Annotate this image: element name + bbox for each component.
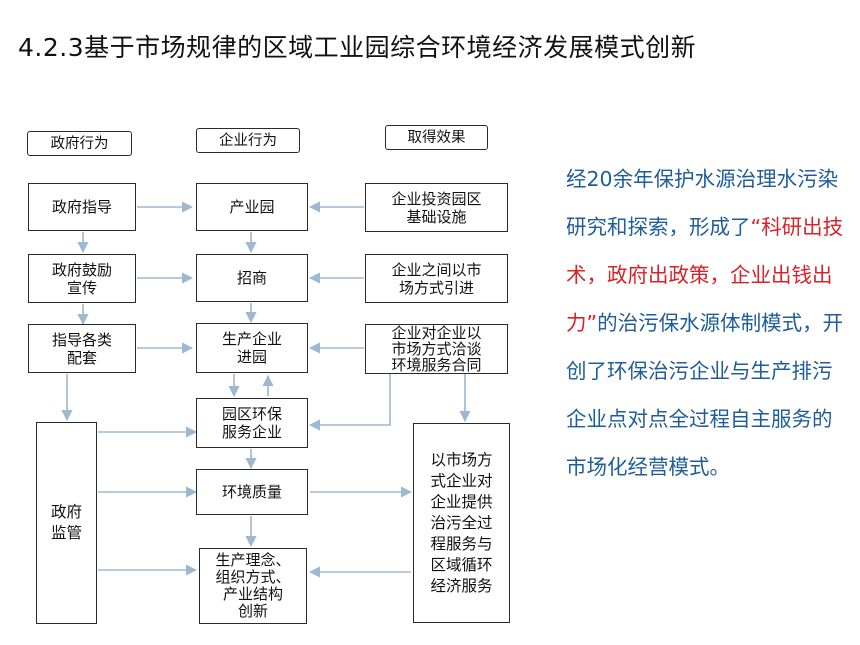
box-gov-supervise: 政府 监管 bbox=[36, 422, 97, 624]
box-ent-innovation: 生产理念、 组织方式、 产业结构 创新 bbox=[199, 548, 307, 624]
box-eff-infra: 企业投资园区 基础设施 bbox=[365, 183, 508, 232]
box-ent-invest: 招商 bbox=[196, 254, 308, 302]
box-ent-park: 产业园 bbox=[196, 183, 308, 231]
box-ent-production: 生产企业 进园 bbox=[196, 323, 308, 373]
header-enterprise: 企业行为 bbox=[196, 128, 300, 153]
header-government: 政府行为 bbox=[27, 131, 132, 156]
description-part1: 经20余年保护水源治理水污染研究和探索，形成了 bbox=[566, 167, 839, 239]
page-title: 4.2.3基于市场规律的区域工业园综合环境经济发展模式创新 bbox=[18, 33, 697, 62]
box-ent-env-service: 园区环保 服务企业 bbox=[196, 398, 308, 448]
header-effects: 取得效果 bbox=[385, 125, 488, 150]
box-ent-env-quality: 环境质量 bbox=[196, 469, 308, 515]
box-eff-contract: 企业对企业以 市场方式洽谈 环境服务合同 bbox=[365, 324, 508, 374]
box-gov-encourage: 政府鼓励 宣传 bbox=[28, 254, 136, 303]
description-part2: 的治污保水源体制模式，开创了环保治污企业与生产排污企业点对点全过程自主服务的市场… bbox=[566, 311, 844, 479]
description-highlight: “科研出技术，政府出政策，企业出钱出力” bbox=[566, 215, 844, 335]
box-gov-guide: 政府指导 bbox=[28, 183, 136, 231]
box-eff-circular: 以市场方 式企业对 企业提供 治污全过 程服务与 区域循环 经济服务 bbox=[413, 423, 510, 623]
description-text: 经20余年保护水源治理水污染研究和探索，形成了“科研出技术，政府出政策，企业出钱… bbox=[566, 155, 846, 491]
box-eff-market-intro: 企业之间以市 场方式引进 bbox=[365, 254, 508, 303]
box-gov-support: 指导各类 配套 bbox=[28, 324, 136, 373]
